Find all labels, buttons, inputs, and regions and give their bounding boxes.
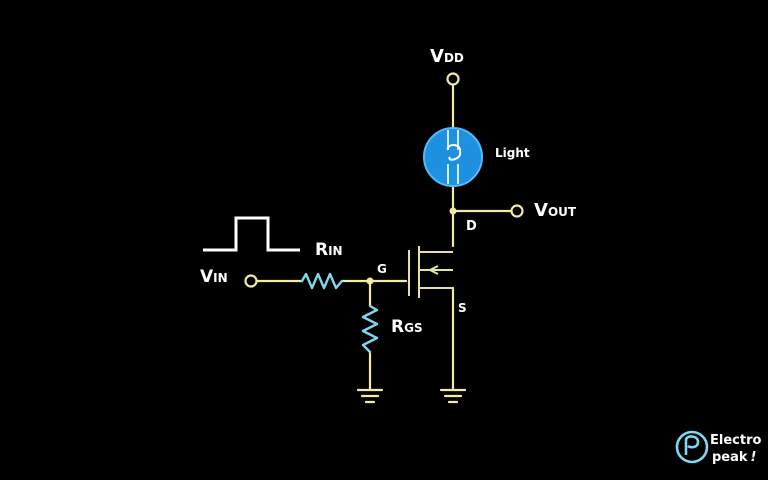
drain-label: D <box>466 219 477 234</box>
ground-icon-left <box>356 388 384 404</box>
rin-resistor <box>300 272 344 290</box>
source-label: S <box>458 301 467 315</box>
electropeak-logo: Electro peak! <box>675 430 761 465</box>
rgs-resistor <box>361 304 379 354</box>
rgs-label: RGS <box>391 317 423 337</box>
wires <box>254 83 514 392</box>
brand-line2: peak! <box>712 450 757 465</box>
brand-line1: Electro <box>710 433 761 448</box>
light-label: Light <box>495 146 530 160</box>
gate-junction-dot <box>366 277 374 285</box>
vin-terminal <box>244 274 258 288</box>
gate-label: G <box>377 262 387 276</box>
input-pulse-waveform <box>203 216 300 252</box>
vin-label: VIN <box>200 267 228 287</box>
drain-junction-dot <box>449 207 457 215</box>
ground-icon-right <box>439 388 467 404</box>
mosfet-icon <box>408 246 453 298</box>
vdd-label: VDD <box>430 46 464 67</box>
vdd-terminal <box>446 72 460 86</box>
electropeak-logo-icon <box>675 430 709 464</box>
vout-label: VOUT <box>534 200 577 221</box>
vout-terminal <box>510 204 524 218</box>
rin-label: RIN <box>315 240 343 260</box>
light-bulb-icon <box>423 127 483 187</box>
